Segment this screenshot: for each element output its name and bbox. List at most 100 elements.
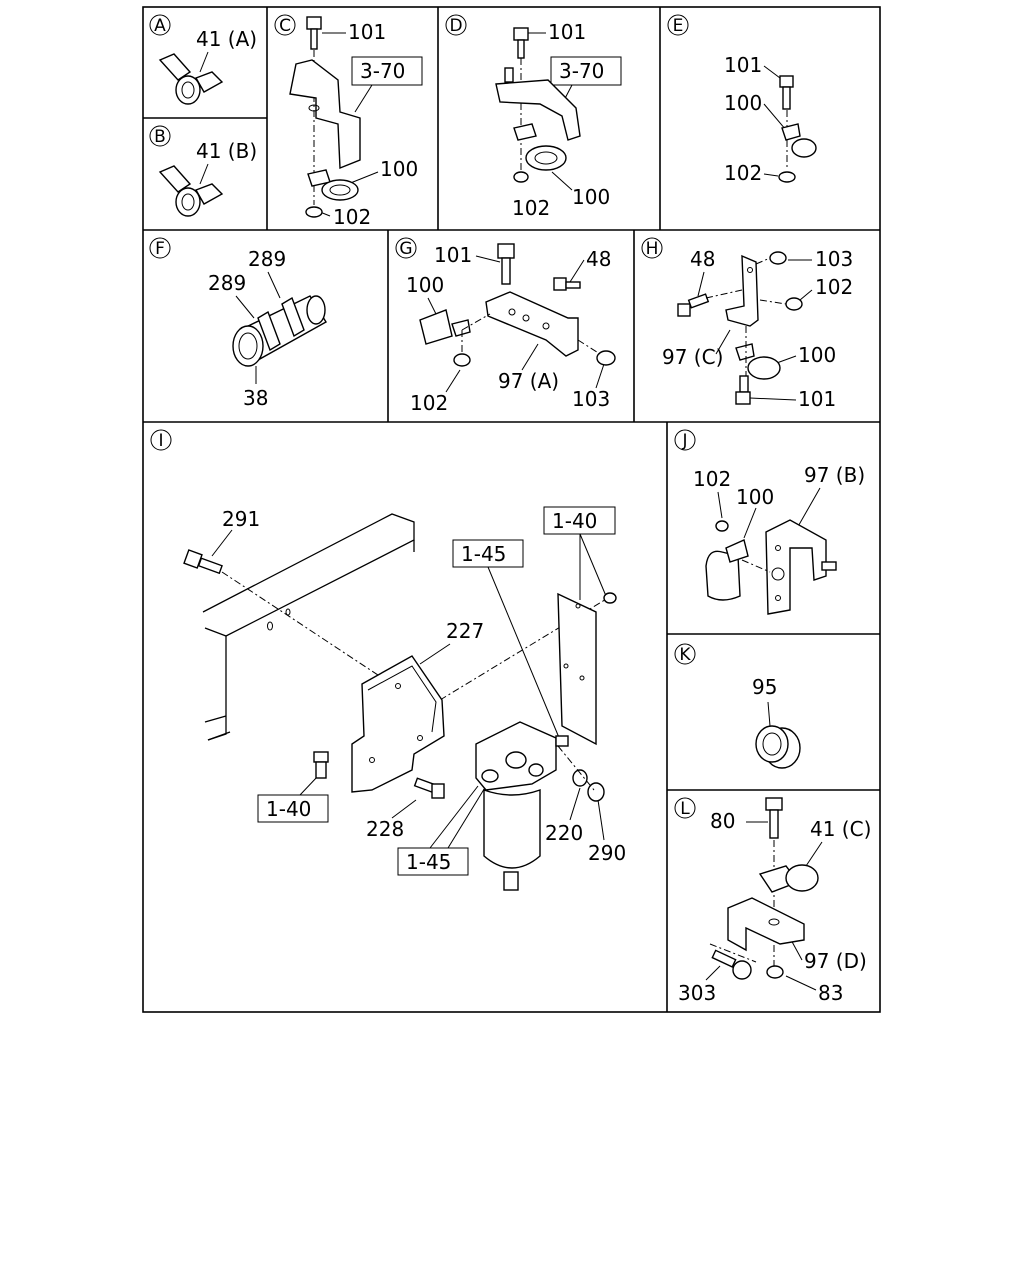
panel-h-letter: H (646, 239, 659, 259)
panel-e-letter: E (673, 16, 684, 36)
label-220: 220 (545, 821, 583, 845)
bracket-97b (765, 519, 837, 615)
panel-l-letter: L (680, 799, 690, 819)
label-227: 227 (446, 619, 484, 643)
ref-1-45: 1-45 (461, 542, 506, 566)
panel-i-letter: I (158, 431, 163, 451)
ref-box-1-45-bottom (397, 847, 469, 876)
panel-c-letter: C (279, 16, 291, 36)
label-100: 100 (380, 157, 418, 181)
panel-a-letter: A (154, 16, 166, 36)
label-41c: 41 (C) (810, 817, 871, 841)
clip-100-c (307, 169, 359, 201)
label-102: 102 (410, 391, 448, 415)
label-102: 102 (333, 205, 371, 229)
panel-k-letter: K (679, 645, 691, 665)
label-100: 100 (406, 273, 444, 297)
bolt-48-g (553, 277, 581, 291)
panel-l: L 80 41 (C) 97 (D) 303 83 (674, 797, 871, 1005)
label-48: 48 (690, 247, 715, 271)
nut-103-h (769, 251, 787, 265)
label-97a: 97 (A) (498, 369, 559, 393)
nut-102-g (453, 353, 471, 367)
label-95: 95 (752, 675, 777, 699)
label-100: 100 (736, 485, 774, 509)
bolt-291 (183, 549, 223, 575)
panel-j-letter: J (681, 431, 687, 451)
panel-e: E 101 100 102 (667, 14, 817, 185)
bracket-97a (485, 291, 579, 357)
clip-100-e (781, 123, 817, 158)
frame-rail (202, 513, 415, 741)
panel-b-marker (149, 125, 171, 147)
label-80: 80 (710, 809, 735, 833)
nut-83 (766, 965, 784, 979)
bracket-97d (727, 897, 805, 952)
bolt-101-g (497, 243, 515, 285)
bolt-101-e (779, 75, 794, 110)
label-289: 289 (248, 247, 286, 271)
label-100: 100 (798, 343, 836, 367)
bracket-97c (725, 254, 759, 327)
panel-c: C 101 3-70 100 102 (274, 14, 423, 229)
label-100: 100 (572, 185, 610, 209)
bolt-80 (765, 797, 783, 839)
panel-g-letter: G (399, 239, 412, 259)
label-41b: 41 (B) (196, 139, 257, 163)
bolt-228 (413, 777, 445, 799)
clip-100-g (419, 309, 471, 345)
clip-100-j (705, 539, 749, 601)
label-228: 228 (366, 817, 404, 841)
bolt-48-h (677, 293, 710, 317)
label-289: 289 (208, 271, 246, 295)
panel-j: J 102 100 97 (B) (674, 429, 865, 615)
label-83: 83 (818, 981, 843, 1005)
bracket-3-70-d (495, 67, 581, 141)
panel-h: H 48 103 102 97 (C) 100 101 (641, 237, 853, 411)
grommet-95 (755, 725, 801, 769)
washer-top (603, 592, 617, 604)
washer-220 (572, 769, 588, 787)
label-97b: 97 (B) (804, 463, 865, 487)
label-101: 101 (348, 20, 386, 44)
ref-1-40: 1-40 (266, 797, 311, 821)
nut-102-e (778, 171, 796, 183)
wing-clamp-a (158, 53, 224, 105)
ref-3-70: 3-70 (559, 59, 604, 83)
label-101: 101 (724, 53, 762, 77)
label-101: 101 (548, 20, 586, 44)
label-103: 103 (815, 247, 853, 271)
bolt-303 (711, 949, 752, 980)
fuel-filter (475, 721, 569, 891)
ref-box-3-70 (550, 56, 622, 86)
clip-100-d (513, 123, 567, 171)
label-290: 290 (588, 841, 626, 865)
label-38: 38 (243, 386, 268, 410)
panel-g: G 101 48 100 97 (A) 102 103 (395, 237, 616, 415)
bracket-3-70-c (289, 59, 361, 170)
panel-a: A 41 (A) (149, 14, 257, 105)
label-103: 103 (572, 387, 610, 411)
label-101: 101 (798, 387, 836, 411)
label-102: 102 (693, 467, 731, 491)
label-102: 102 (815, 275, 853, 299)
ref-1-40: 1-40 (552, 509, 597, 533)
nut-103-g (596, 350, 616, 366)
panel-f: F 289 289 38 (149, 237, 327, 410)
ref-3-70: 3-70 (360, 59, 405, 83)
ref-1-45: 1-45 (406, 850, 451, 874)
ref-box-1-40-bottom (257, 794, 329, 823)
label-97d: 97 (D) (804, 949, 867, 973)
panel-b-letter: B (154, 127, 166, 147)
nut-102-c (305, 206, 323, 218)
label-102: 102 (512, 196, 550, 220)
panel-d-letter: D (449, 16, 462, 36)
label-100: 100 (724, 91, 762, 115)
panel-f-letter: F (155, 239, 165, 259)
clip-100-h (735, 343, 781, 380)
panel-k: K 95 (674, 643, 801, 769)
label-97c: 97 (C) (662, 345, 723, 369)
bolt-101-h (735, 375, 751, 405)
bracket-227 (351, 655, 445, 793)
